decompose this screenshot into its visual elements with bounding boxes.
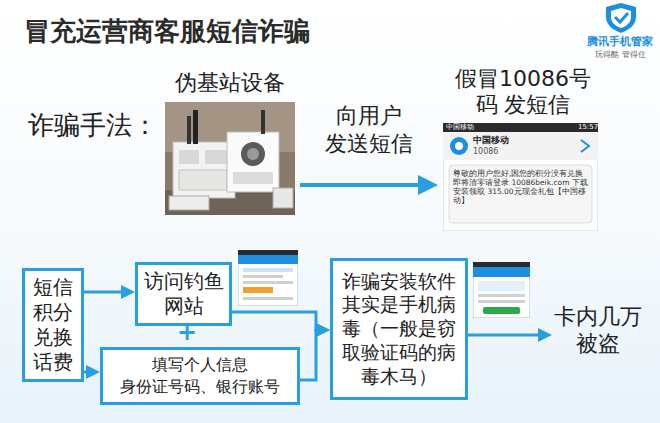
equipment-photo-group: 伪基站设备 <box>160 70 300 218</box>
node-text: 诈骗安装软件其实是手机病毒（一般是窃取验证码的病毒木马） <box>340 270 458 389</box>
malware-app-screenshot <box>473 262 530 318</box>
flow-arrow <box>300 330 322 380</box>
base-station-photo <box>165 102 295 215</box>
flow-arrow <box>468 334 544 337</box>
node-text: 卡内几万被盗 <box>553 303 643 358</box>
text-label: 中国移动 <box>473 135 509 146</box>
diagram-title: 冒充运营商客服短信诈骗 <box>24 14 310 49</box>
logo-shield <box>603 2 639 34</box>
flow-arrow <box>84 371 92 374</box>
node-text: 伪基站设备 <box>175 70 285 96</box>
node-text: 访问钓鱼网站 <box>143 269 225 319</box>
process-box: 短信积分兑换话费 <box>22 268 84 382</box>
node-text: 身份证号码、银行账号 <box>120 376 280 398</box>
text-label: 腾讯手机管家 <box>587 34 653 49</box>
flow-arrow <box>300 183 427 187</box>
text-label: 中国移动 <box>446 123 474 132</box>
phishing-site-screenshot <box>238 250 298 306</box>
node-text: 短信积分兑换话费 <box>32 275 74 375</box>
text-label: 10086 <box>473 147 498 157</box>
edge-label: 向用户 发送短信 <box>323 102 415 157</box>
process-box: 诈骗安装软件其实是手机病毒（一般是窃取验证码的病毒木马） <box>330 258 468 400</box>
node-text: 填写个人信息 <box>152 354 248 376</box>
result-text: 卡内几万被盗 <box>552 302 644 358</box>
text-label: + <box>177 318 197 346</box>
flow-arrow <box>232 312 322 330</box>
text-label: 尊敬的用户您好,因您的积分没有兑换即将清零请登录 10086beik.com 下… <box>453 169 591 205</box>
text-label: 玩得酷 管得住 <box>595 49 646 60</box>
flow-arrow <box>84 291 127 294</box>
process-box: 填写个人信息身份证号码、银行账号 <box>100 347 300 405</box>
text-label: 诈骗手法： <box>28 108 158 143</box>
process-box: 访问钓鱼网站 <box>135 262 232 326</box>
sms-screenshot-group: 假冒10086号码 发短信中国移动15:57中国移动10086尊敬的用户您好,因… <box>438 66 608 236</box>
node-text: 假冒10086号码 发短信 <box>446 66 601 119</box>
text-label: 15:57 <box>578 123 598 132</box>
